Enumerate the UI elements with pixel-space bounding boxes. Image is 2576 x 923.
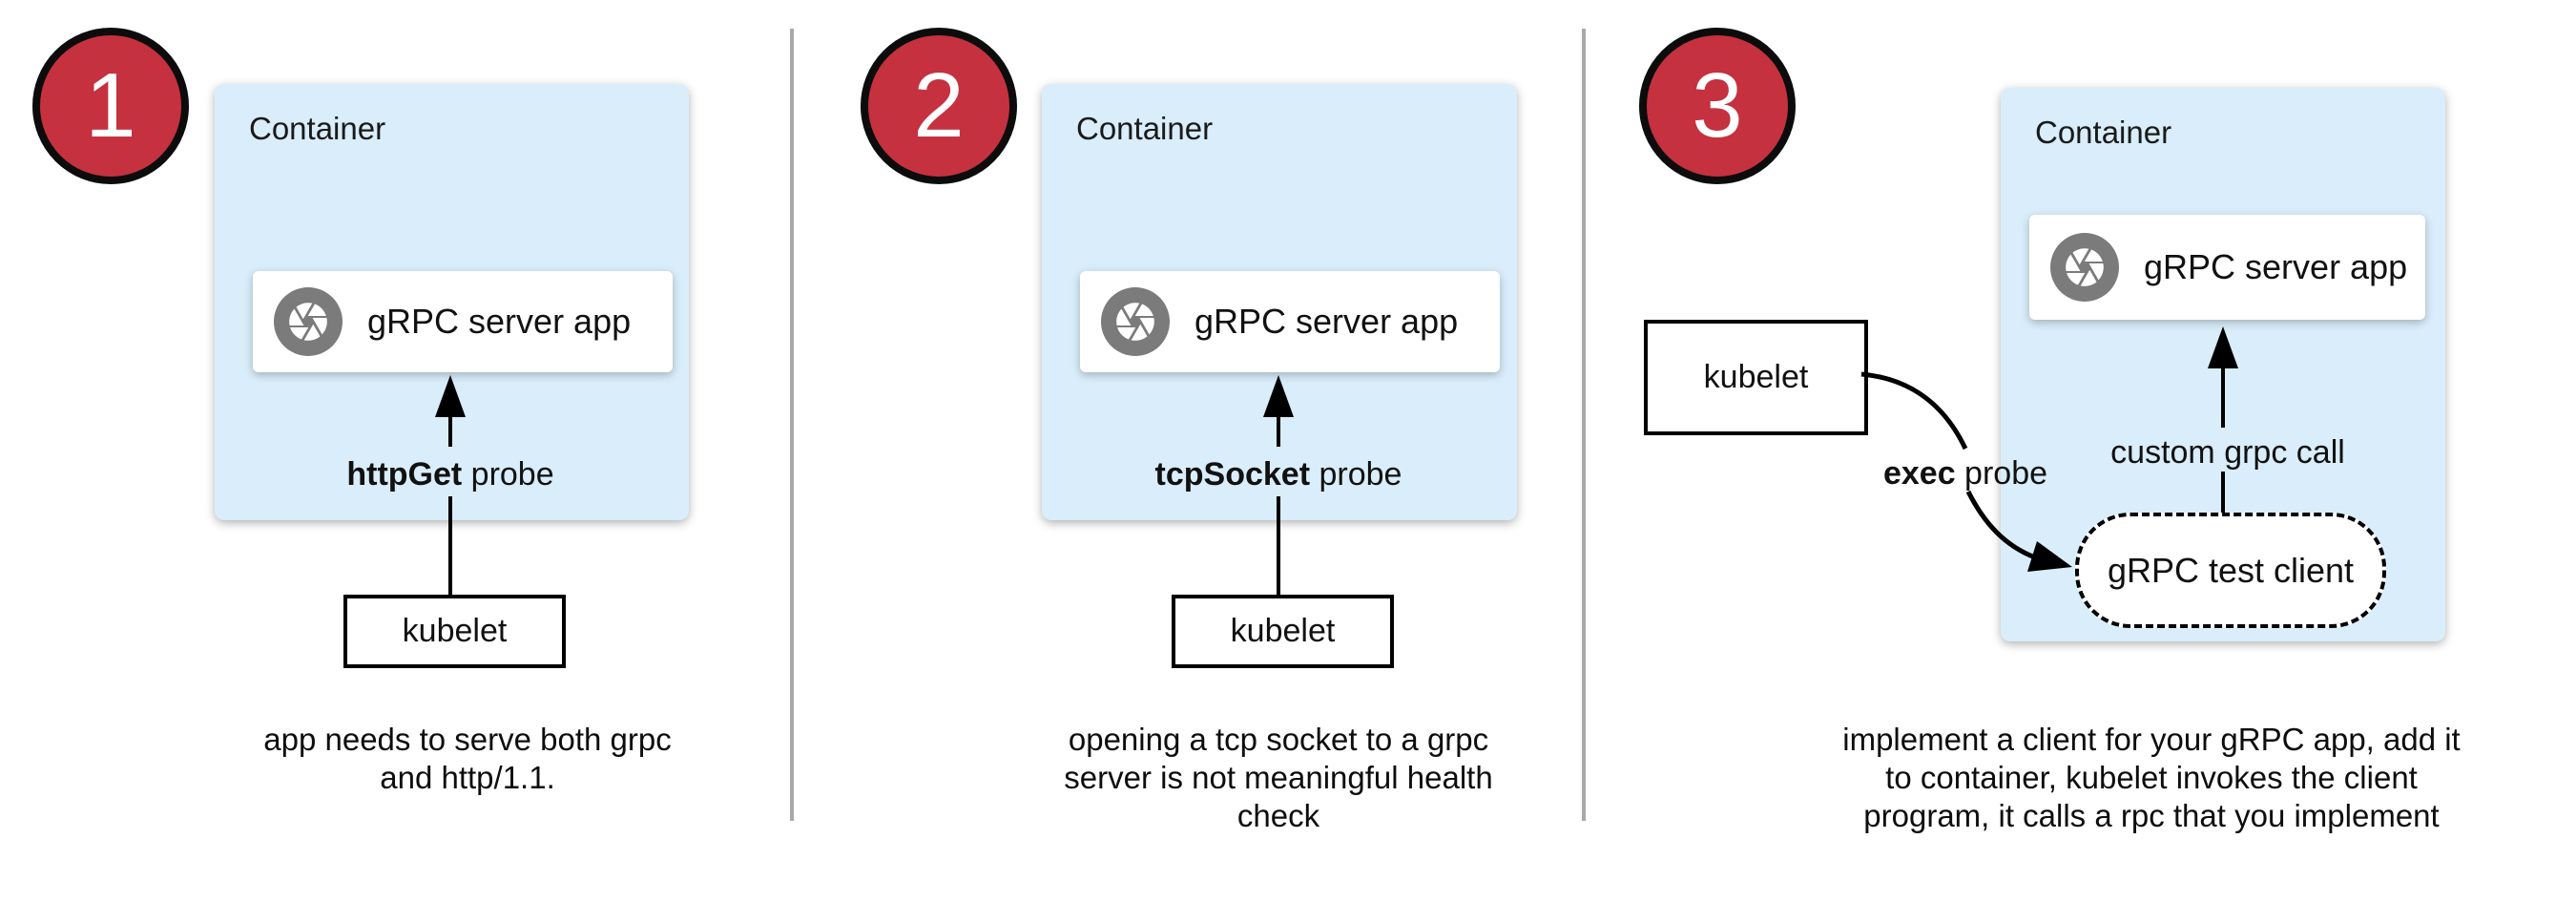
kubelet-label: kubelet: [402, 613, 508, 649]
container-label: Container: [249, 111, 386, 146]
step-badge-1: 1: [32, 28, 189, 184]
grpc-test-client-box: gRPC test client: [2075, 513, 2386, 628]
probe-label-1: httpGet probe: [346, 456, 554, 493]
kubelet-box-3: kubelet: [1644, 320, 1868, 435]
custom-grpc-call-label: custom grpc call: [2110, 434, 2345, 471]
kubelet-label: kubelet: [1230, 613, 1336, 649]
grpc-server-app-box-1: gRPC server app: [253, 271, 673, 372]
grpc-server-app-label: gRPC server app: [2144, 247, 2408, 286]
container-label: Container: [2035, 115, 2172, 150]
grpc-shutter-icon: [2050, 233, 2119, 302]
step-number: 2: [913, 54, 965, 157]
panel-divider-1: [790, 29, 794, 821]
caption-1: app needs to serve both grpc and http/1.…: [263, 722, 672, 795]
caption-2: opening a tcp socket to a grpc server is…: [1064, 722, 1493, 833]
step-badge-3: 3: [1639, 28, 1796, 184]
container-label: Container: [1076, 111, 1214, 146]
grpc-server-app-box-3: gRPC server app: [2029, 215, 2425, 320]
caption-3: implement a client for your gRPC app, ad…: [1842, 722, 2461, 833]
kubelet-label: kubelet: [1703, 359, 1809, 395]
grpc-shutter-icon: [274, 287, 343, 356]
grpc-shutter-icon: [1101, 287, 1170, 356]
kubelet-box-1: kubelet: [343, 595, 566, 668]
grpc-server-app-label: gRPC server app: [367, 302, 632, 341]
grpc-server-app-label: gRPC server app: [1195, 302, 1459, 341]
exec-arrow-curve-a: [1860, 371, 1968, 451]
step-badge-2: 2: [861, 28, 1017, 184]
kubelet-box-2: kubelet: [1172, 595, 1394, 668]
grpc-server-app-box-2: gRPC server app: [1080, 271, 1500, 372]
probe-label-2: tcpSocket probe: [1154, 456, 1402, 493]
panel-divider-2: [1582, 29, 1586, 821]
probe-label-3: exec probe: [1882, 455, 2048, 492]
step-number: 1: [85, 54, 136, 157]
grpc-test-client-label: gRPC test client: [2107, 550, 2355, 590]
step-number: 3: [1692, 54, 1743, 157]
